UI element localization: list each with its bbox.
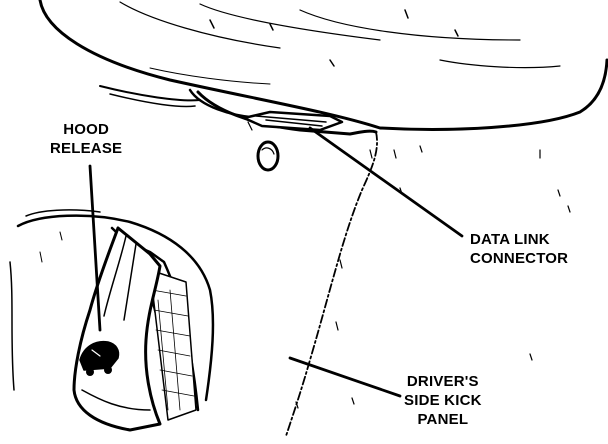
dash-knob <box>256 140 280 172</box>
data-link-connector-callout: DATA LINK CONNECTOR <box>470 230 568 268</box>
hood-release-line-1: HOOD <box>63 121 110 138</box>
data-link-leader <box>308 126 464 238</box>
hood-release-callout: HOOD RELEASE <box>50 120 122 158</box>
data-link-line-2: CONNECTOR <box>470 250 569 267</box>
hood-release-leader <box>88 164 102 332</box>
hood-release-line-2: RELEASE <box>50 140 123 157</box>
data-link-line-1: DATA LINK <box>470 231 550 248</box>
data-link-connector-housing <box>196 90 378 136</box>
drivers-side-kick-panel-callout: DRIVER'S SIDE KICK PANEL <box>404 372 482 429</box>
hood-car-icon <box>79 340 120 376</box>
kick-panel-leader <box>288 356 402 398</box>
kick-panel-line-3: PANEL <box>417 411 469 428</box>
dashboard-panel <box>38 0 608 131</box>
kick-panel-line-1: DRIVER'S <box>406 373 479 390</box>
kick-panel-line-2: SIDE KICK <box>404 392 482 409</box>
leader-lines <box>88 126 464 398</box>
hood-release-handle <box>72 226 162 432</box>
